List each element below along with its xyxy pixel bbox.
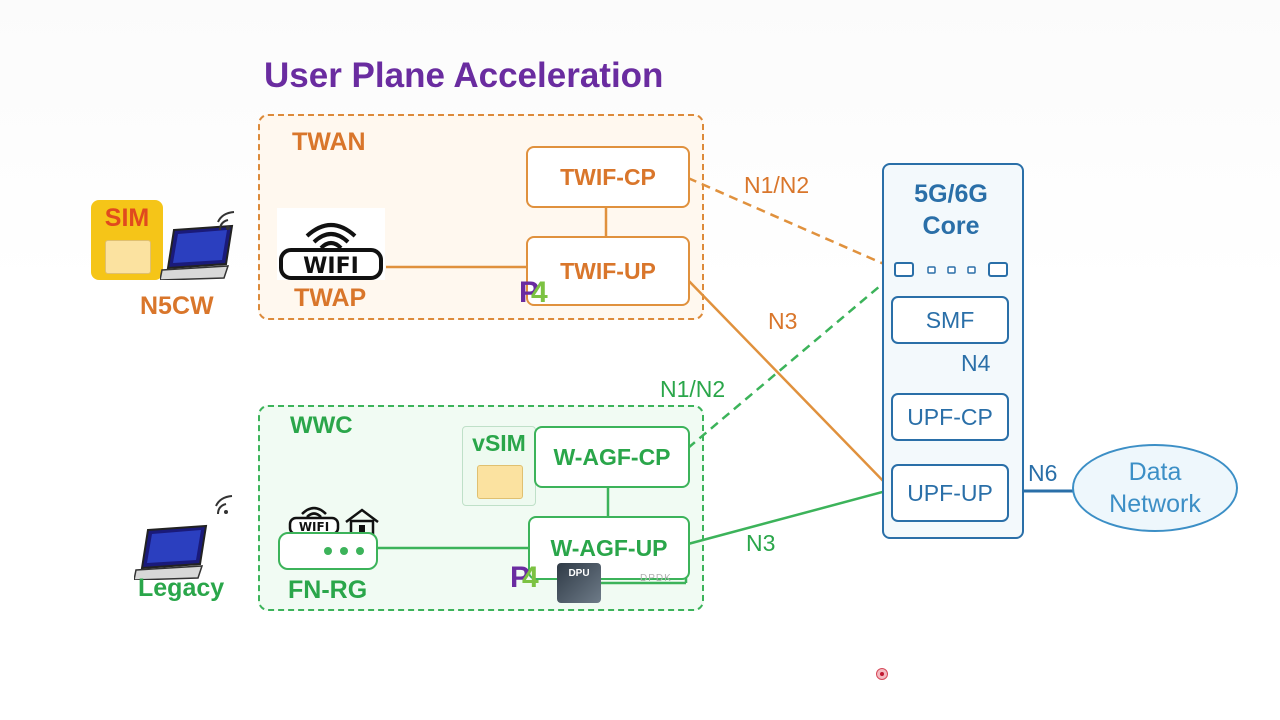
n3-twif-label: N3 (768, 308, 798, 334)
laptop-icon (160, 224, 234, 280)
router-icon (278, 532, 378, 570)
upf-cp-box[interactable]: UPF-CP (891, 393, 1009, 441)
laptop-icon (134, 524, 208, 580)
vsim-card-icon: vSIM (462, 426, 536, 506)
n6-label: N6 (1028, 460, 1058, 486)
twan-label: TWAN (292, 128, 366, 156)
w-agf-up-box[interactable]: W-AGF-UP (528, 516, 690, 580)
wwc-label: WWC (290, 412, 353, 439)
core-title: 5G/6G Core (914, 180, 988, 240)
core-interface-ports (894, 262, 1008, 277)
dpu-chip-icon: DPU (557, 563, 601, 603)
upf-up-box[interactable]: UPF-UP (891, 464, 1009, 522)
n3-wagf-label: N3 (746, 530, 776, 556)
n1n2-twif-label: N1/N2 (744, 172, 810, 198)
twif-up-upf-link (685, 277, 891, 489)
n4-label: N4 (961, 350, 991, 376)
wagf-cp-core-link (687, 274, 894, 449)
n5cw-label: N5CW (140, 292, 214, 320)
twif-cp-core-link (687, 176, 894, 270)
wifi-signal-icon (215, 495, 233, 515)
page-title: User Plane Acceleration (264, 56, 664, 95)
wagf-up-upf-link (687, 488, 891, 546)
fn-rg-label: FN-RG (288, 576, 368, 604)
wifi-signal-icon (217, 211, 235, 231)
legacy-label: Legacy (138, 574, 225, 602)
twif-cp-box[interactable]: TWIF-CP (526, 146, 690, 208)
wifi-logo-icon: WIFI (277, 208, 385, 280)
n1n2-wagf-label: N1/N2 (660, 376, 726, 402)
w-agf-cp-box[interactable]: W-AGF-CP (534, 426, 690, 488)
smf-box[interactable]: SMF (891, 296, 1009, 344)
twap-label: TWAP (294, 284, 367, 312)
svg-text:WIFI: WIFI (299, 520, 329, 534)
mouse-cursor (876, 668, 888, 680)
dpdk-logo-icon: DPDK (640, 573, 672, 584)
twif-up-box[interactable]: TWIF-UP (526, 236, 690, 306)
p4-logo-icon: P4 (519, 276, 548, 309)
p4-logo-icon: P4 (510, 561, 539, 594)
sim-card-icon: SIM (91, 200, 163, 280)
svg-text:WIFI: WIFI (303, 254, 359, 279)
data-network-cloud[interactable]: Data Network (1072, 444, 1238, 532)
wifi-logo-icon: WIFI (288, 506, 340, 536)
